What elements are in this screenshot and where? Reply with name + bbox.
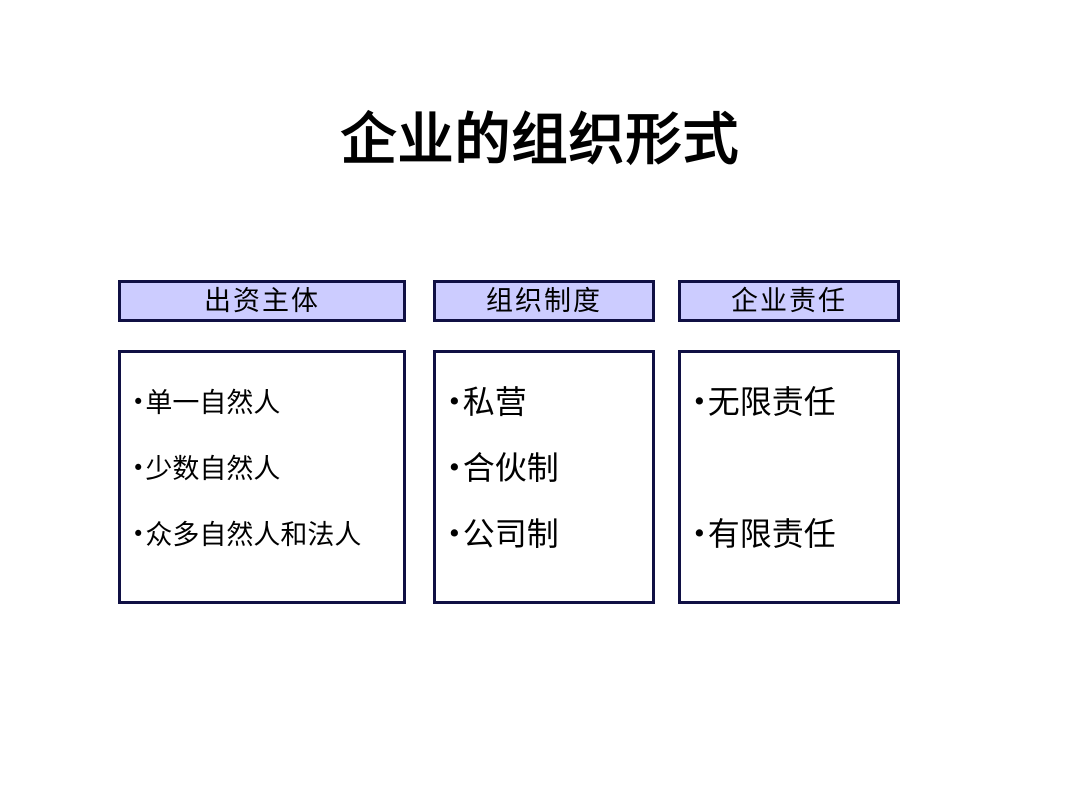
item-text: 众多自然人和法人 [145, 519, 362, 551]
content-box: • 单一自然人 • 少数自然人 • 众多自然人和法人 [118, 350, 406, 604]
list-item: • 众多自然人和法人 [132, 499, 395, 565]
item-text: 少数自然人 [145, 453, 281, 485]
bullet-icon: • [447, 518, 462, 548]
column-investor-subject: 出资主体 • 单一自然人 • 少数自然人 • 众多自然人和法人 [118, 280, 406, 604]
bullet-icon: • [132, 520, 145, 546]
column-enterprise-liability: 企业责任 • 无限责任 • • 有限责任 [678, 280, 900, 604]
bullet-icon: • [132, 454, 145, 480]
content-box: • 私营 • 合伙制 • 公司制 [433, 350, 655, 604]
list-item: • 少数自然人 [132, 433, 395, 499]
column-header: 出资主体 [118, 280, 406, 322]
item-text: 有限责任 [707, 515, 836, 553]
bullet-icon: • [447, 452, 462, 482]
list-item: • 有限责任 [692, 499, 889, 565]
item-text: 公司制 [462, 515, 559, 553]
bullet-icon: • [132, 388, 145, 414]
slide-title: 企业的组织形式 [340, 108, 740, 171]
item-text: 合伙制 [462, 449, 559, 487]
bullet-icon: • [692, 518, 707, 548]
list-item: • 公司制 [447, 499, 644, 565]
list-item: • 私营 [447, 367, 644, 433]
column-header: 企业责任 [678, 280, 900, 322]
list-item: • 单一自然人 [132, 367, 395, 433]
item-text: 单一自然人 [145, 387, 281, 419]
bullet-icon: • [447, 386, 462, 416]
list-item: • 无限责任 [692, 367, 889, 433]
list-item: • 合伙制 [447, 433, 644, 499]
column-organization-system: 组织制度 • 私营 • 合伙制 • 公司制 [433, 280, 655, 604]
item-text: 无限责任 [707, 383, 836, 421]
bullet-icon: • [692, 386, 707, 416]
column-header: 组织制度 [433, 280, 655, 322]
content-box: • 无限责任 • • 有限责任 [678, 350, 900, 604]
item-text: 私营 [462, 383, 527, 421]
